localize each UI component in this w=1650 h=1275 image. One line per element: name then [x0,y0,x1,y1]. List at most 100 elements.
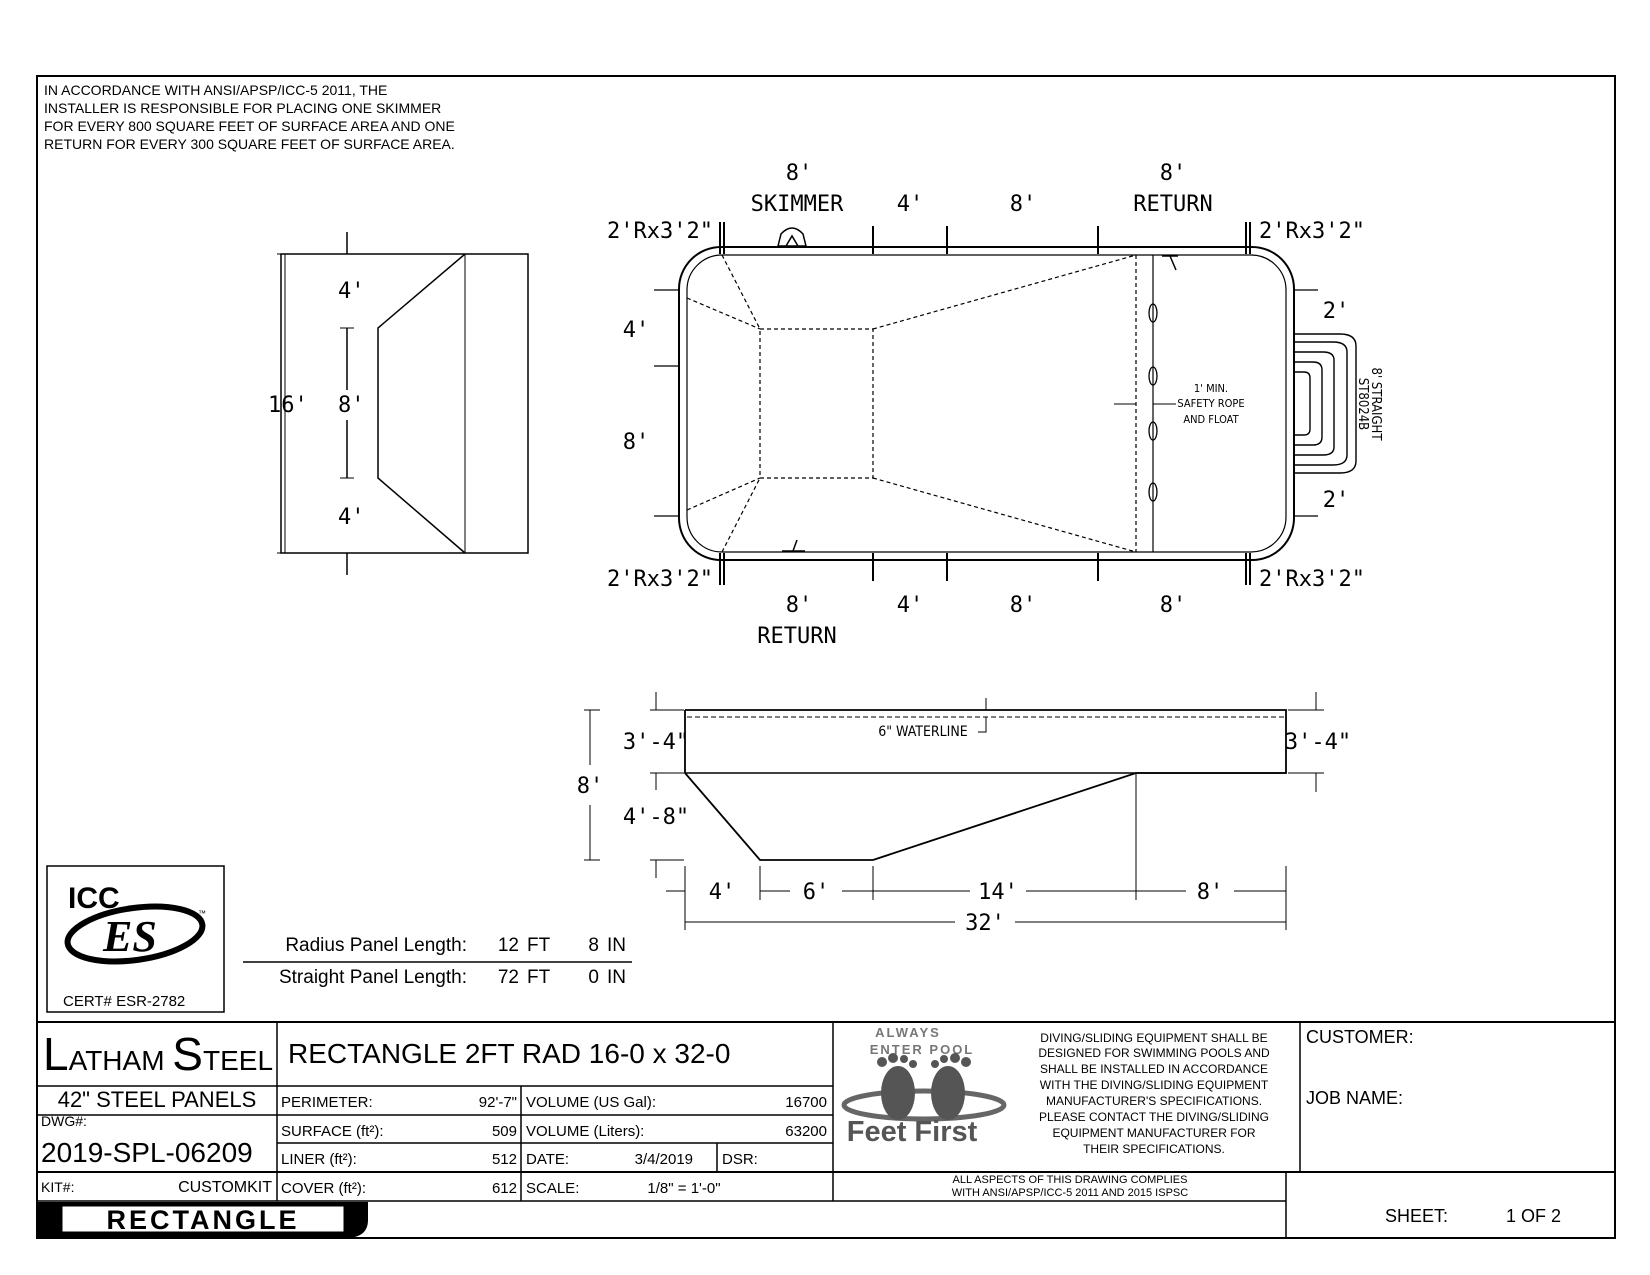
surface-value: 509 [492,1123,517,1140]
corner-bottom-right: 2'Rx3'2" [1259,567,1365,592]
liner-label: LINER (ft²): [281,1151,357,1168]
end-view-overall-dim: 16' [268,393,308,418]
diving-note-4: WITH THE DIVING/SLIDING EQUIPMENT [1040,1078,1269,1092]
top-label-skimmer: SKIMMER [751,192,844,217]
sheet-number: 1 OF 2 [1506,1206,1561,1226]
right-dim-1: 2' [1323,299,1350,324]
end-view: 16' 4' 8' 4' [268,232,529,575]
date-label: DATE: [526,1151,569,1168]
safety-rope-floats [1148,303,1158,502]
scale-value: 1/8" = 1'-0" [647,1180,720,1197]
diving-note-5: MANUFACTURER'S SPECIFICATIONS. [1046,1094,1262,1108]
top-dim-return: 8' [1160,161,1187,186]
feet-first-top-1: ALWAYS [875,1025,941,1040]
model-badge-text: RECTANGLE [107,1205,300,1235]
section-overall-length: 32' [965,911,1005,936]
feet-first-logo: ALWAYS ENTER POOL Feet First [841,1025,1007,1148]
bottom-dim-2: 4' [897,593,924,618]
section-bottom-dim-4: 8' [1197,880,1224,905]
liner-value: 512 [492,1151,517,1168]
corner-top-left: 2'Rx3'2" [607,219,713,244]
feet-first-wordmark: Feet First [847,1116,978,1148]
diving-note-1: DIVING/SLIDING EQUIPMENT SHALL BE [1040,1031,1267,1045]
left-dim-1: 4' [623,318,650,343]
top-dim-skimmer: 8' [786,161,813,186]
note-line-1: IN ACCORDANCE WITH ANSI/APSP/ICC-5 2011,… [44,82,387,98]
title-block [37,1021,1615,1238]
radius-panel-label: Radius Panel Length: [285,935,467,956]
diving-note-3: SHALL BE INSTALLED IN ACCORDANCE [1040,1062,1268,1076]
sheet-label: SHEET: [1385,1206,1448,1226]
diving-note-7: EQUIPMENT MANUFACTURER FOR [1052,1126,1255,1140]
left-dim-2: 8' [623,430,650,455]
step-label-1: 8' STRAIGHT [1368,368,1383,442]
job-name-label: JOB NAME: [1306,1088,1403,1108]
step-unit [1294,333,1357,474]
spec-table: PERIMETER: 92'-7" SURFACE (ft²): 509 LIN… [281,1094,827,1197]
bottom-dim-4: 8' [1160,593,1187,618]
note-line-3: FOR EVERY 800 SQUARE FEET OF SURFACE ARE… [44,118,455,134]
icc-logo-box [46,865,225,1013]
icc-cert-number: CERT# ESR-2782 [63,993,185,1010]
kit-value: CUSTOMKIT [178,1179,272,1196]
straight-panel-in: 0 [588,967,599,988]
feet-first-top-2: ENTER POOL [870,1042,975,1057]
icc-es-logo: ICC ES ™ CERT# ESR-2782 [46,865,225,1013]
top-dim-3: 8' [1010,192,1037,217]
panel-seams-bottom [719,553,1251,585]
safety-rope-line-2: SAFETY ROPE [1177,397,1244,410]
section-bottom-dim-3: 14' [978,880,1018,905]
section-deep: 4'-8" [623,805,689,830]
corner-bottom-left: 2'Rx3'2" [607,567,713,592]
volume-gal-value: 16700 [785,1094,827,1111]
installer-note: IN ACCORDANCE WITH ANSI/APSP/ICC-5 2011,… [44,82,455,152]
note-line-2: INSTALLER IS RESPONSIBLE FOR PLACING ONE… [44,100,441,116]
pool-wall-outer [678,246,1295,561]
kit-label: KIT#: [41,1179,74,1195]
end-view-floor [377,253,466,554]
sheet-border [36,75,1616,1239]
section-right-shallow: 3'-4" [1285,730,1351,755]
section-left-shallow: 3'-4" [623,730,689,755]
right-dim-2: 2' [1323,488,1350,513]
icc-logo-tm: ™ [198,909,206,918]
bottom-label-return: RETURN [757,624,836,649]
diving-note-8: THEIR SPECIFICATIONS. [1083,1142,1225,1156]
panel-type: 42" STEEL PANELS [58,1087,257,1112]
waterline-label: 6" WATERLINE [878,724,968,740]
brand-latham-steel: LATHAM STEEL [43,1028,273,1080]
top-dim-2: 4' [897,192,924,217]
dwg-label: DWG#: [41,1113,87,1129]
panel-seams-top [719,222,1251,254]
perimeter-value: 92'-7" [479,1094,517,1111]
cover-label: COVER (ft²): [281,1180,366,1197]
date-value: 3/4/2019 [635,1151,693,1168]
compliance-1: ALL ASPECTS OF THIS DRAWING COMPLIES [953,1174,1188,1186]
scale-label: SCALE: [526,1180,579,1197]
svg-text:LATHAM STEEL: LATHAM STEEL [43,1028,273,1080]
dsr-label: DSR: [722,1151,758,1168]
radius-panel-in: 8 [588,935,599,956]
end-view-dim-bottom: 4' [338,505,365,530]
pool-wall-inner [686,254,1287,553]
icc-logo-es: ES [102,912,157,961]
model-badge: RECTANGLE [37,1202,368,1238]
section-bottom-dim-2: 6' [803,880,830,905]
end-view-dim-mid: 8' [338,393,365,418]
straight-panel-in-unit: IN [607,967,626,988]
section-overall-depth: 8' [577,774,604,799]
diving-note-6: PLEASE CONTACT THE DIVING/SLIDING [1039,1110,1269,1124]
diving-note: DIVING/SLIDING EQUIPMENT SHALL BE DESIGN… [1038,1031,1270,1156]
volume-liters-value: 63200 [785,1123,827,1140]
straight-panel-label: Straight Panel Length: [279,967,467,988]
bottom-dim-3: 8' [1010,593,1037,618]
section-outline [684,709,1287,861]
plan-view: 1' MIN. SAFETY ROPE AND FLOAT [607,161,1383,649]
perimeter-label: PERIMETER: [281,1094,373,1111]
footprints-icon [877,1053,971,1120]
radius-panel-in-unit: IN [607,935,626,956]
safety-rope-line-1: 1' MIN. [1194,382,1228,395]
cover-value: 612 [492,1180,517,1197]
dwg-number: 2019-SPL-06209 [41,1137,253,1168]
